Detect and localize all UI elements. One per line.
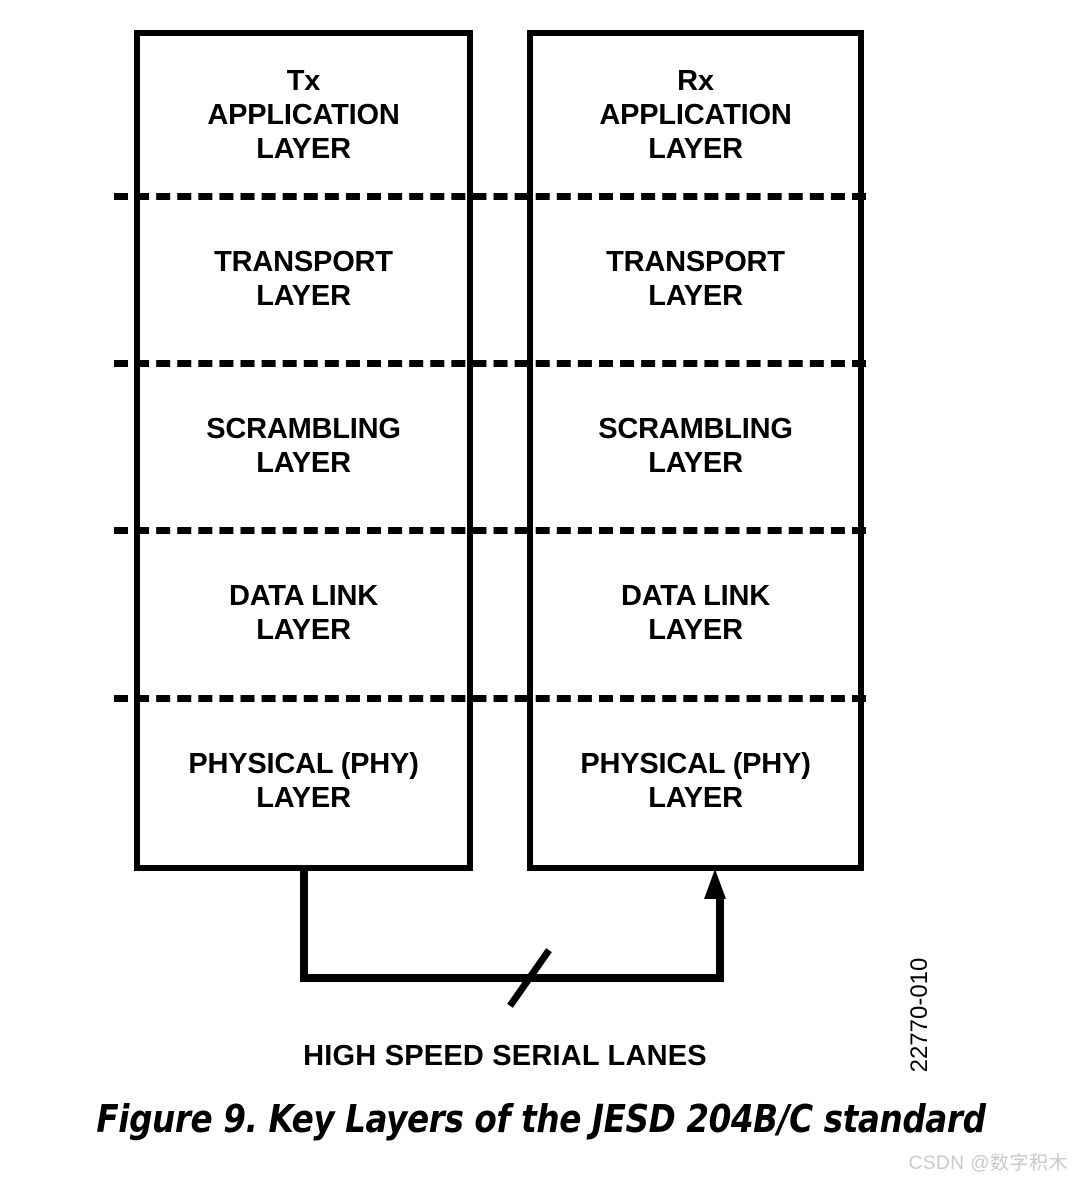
rx-stack-box [527,30,864,871]
rx-scrambling-layer: SCRAMBLING LAYER [533,363,858,530]
high-speed-serial-lanes-label: HIGH SPEED SERIAL LANES [303,1040,707,1072]
rx-application-layer-line3: LAYER [648,132,743,165]
tx-transport-layer: TRANSPORT LAYER [140,196,467,363]
tx-application-layer: Tx APPLICATION LAYER [140,36,467,196]
tx-transport-layer-line2: LAYER [256,279,351,312]
tx-data-link-layer-line1: DATA LINK [228,580,379,613]
rx-physical-layer-line2: LAYER [648,781,743,814]
tx-physical-layer-line2: LAYER [256,781,351,814]
rx-application-layer: Rx APPLICATION LAYER [533,36,858,196]
tx-physical-layer-line1: PHYSICAL (PHY) [188,747,419,780]
figure-caption: Figure 9. Key Layers of the JESD 204B/C … [96,1097,986,1141]
tx-scrambling-layer-line1: SCRAMBLING [206,412,401,445]
figure-id-container: 22770-010 [900,940,940,1090]
rx-physical-layer: PHYSICAL (PHY) LAYER [533,698,858,865]
layer-divider-4 [114,695,866,702]
layer-divider-1 [114,193,866,200]
tx-data-link-layer-line2: LAYER [256,614,351,646]
serial-lane-wire-down [300,866,308,982]
tx-stack-box [134,30,473,871]
serial-lane-arrow-icon [704,869,726,899]
tx-data-link-layer: DATA LINK LAYER [140,530,467,698]
tx-application-layer-line1: Tx [286,65,321,98]
rx-application-layer-line2: APPLICATION [599,99,792,132]
rx-physical-layer-line1: PHYSICAL (PHY) [580,747,811,780]
tx-scrambling-layer: SCRAMBLING LAYER [140,363,467,530]
rx-data-link-layer: DATA LINK LAYER [533,530,858,698]
figure-id-label: 22770-010 [906,957,933,1073]
rx-data-link-layer-line1: DATA LINK [620,580,771,613]
rx-scrambling-layer-line2: LAYER [648,446,743,479]
tx-transport-layer-line1: TRANSPORT [214,245,393,278]
rx-transport-layer: TRANSPORT LAYER [533,196,858,363]
rx-scrambling-layer-line1: SCRAMBLING [598,412,793,445]
tx-application-layer-line2: APPLICATION [207,99,400,132]
watermark-label: CSDN @数字积木 [908,1153,1068,1174]
tx-scrambling-layer-line2: LAYER [256,446,351,479]
serial-lane-wire-up [716,896,724,982]
rx-transport-layer-line1: TRANSPORT [606,245,785,278]
serial-lane-wire-across [300,974,724,982]
layer-divider-2 [114,360,866,367]
layer-divider-3 [114,527,866,534]
tx-application-layer-line3: LAYER [256,132,351,165]
tx-physical-layer: PHYSICAL (PHY) LAYER [140,698,467,865]
rx-transport-layer-line2: LAYER [648,279,743,312]
rx-data-link-layer-line2: LAYER [648,614,743,646]
rx-application-layer-line1: Rx [677,65,714,98]
